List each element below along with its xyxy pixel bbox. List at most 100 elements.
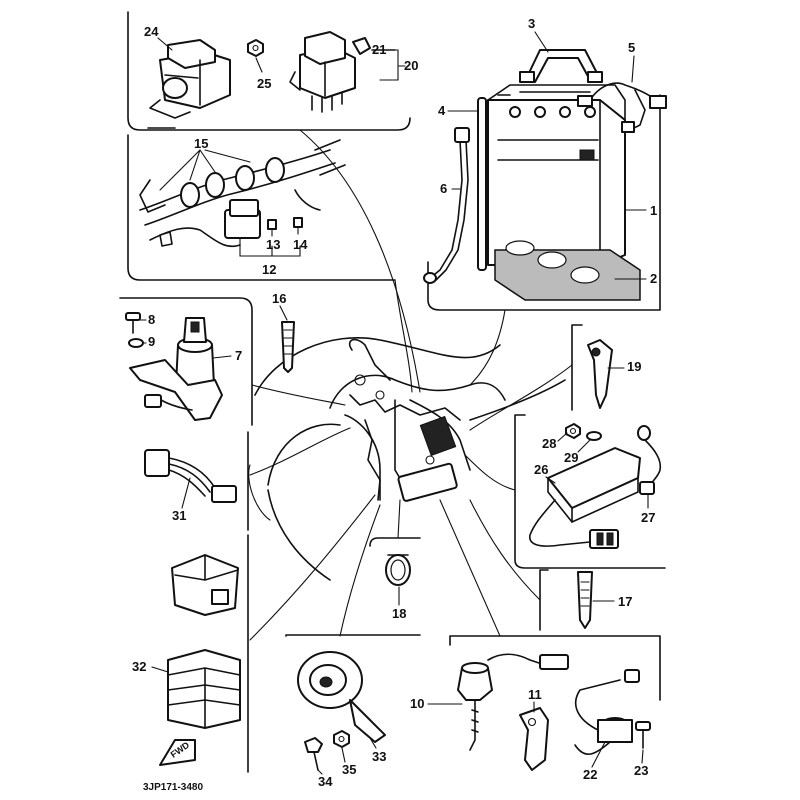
frame-arc-left xyxy=(267,423,341,486)
ignitor-unit xyxy=(171,554,239,616)
group-frames xyxy=(119,11,666,773)
bracket-20-21 xyxy=(379,49,406,81)
clip-21 xyxy=(352,37,396,55)
relay-20 xyxy=(289,31,356,113)
leader-band-17 xyxy=(469,499,541,601)
leader-arc-aux xyxy=(248,464,271,521)
band-19 xyxy=(587,339,613,409)
frame-arc-right xyxy=(469,379,566,421)
screw-8 xyxy=(125,312,141,334)
frame-harness-clamps xyxy=(127,134,396,281)
wire-27 xyxy=(637,425,662,495)
washer-9 xyxy=(128,338,144,348)
label-5: 5 xyxy=(628,40,635,55)
label-4: 4 xyxy=(438,103,446,118)
harness-branch xyxy=(349,394,461,421)
bracket-11 xyxy=(519,707,549,771)
label-2: 2 xyxy=(650,271,657,286)
lead-5 xyxy=(577,82,667,133)
harness-ring-2 xyxy=(375,390,385,400)
leader-relay xyxy=(299,129,421,393)
label-9: 9 xyxy=(148,334,155,349)
label-12: 12 xyxy=(262,262,276,277)
harness-clamps-15 xyxy=(139,139,346,248)
label-15: 15 xyxy=(194,136,208,151)
label-26: 26 xyxy=(534,462,548,477)
label-7: 7 xyxy=(235,348,242,363)
label-35: 35 xyxy=(342,762,356,777)
leader-coupler xyxy=(249,427,351,476)
label-28: 28 xyxy=(542,436,556,451)
bolt-34 xyxy=(304,737,323,771)
label-10: 10 xyxy=(410,696,424,711)
band-16 xyxy=(281,321,295,373)
rectifier-32 xyxy=(167,649,241,729)
leader-ignitor xyxy=(249,494,376,641)
label-14: 14 xyxy=(293,237,308,252)
harness-ring-3 xyxy=(425,455,435,465)
bracket-4 xyxy=(477,97,487,271)
fuse-13 xyxy=(267,219,277,237)
washer-29 xyxy=(586,431,602,441)
label-18: 18 xyxy=(392,606,406,621)
relay-24 xyxy=(147,39,231,129)
battery-tray-2 xyxy=(494,240,641,301)
frame-relay-group xyxy=(127,11,411,131)
nut-35 xyxy=(333,730,350,748)
label-16: 16 xyxy=(272,291,286,306)
frame-arc-left-lower xyxy=(267,489,331,581)
label-33: 33 xyxy=(372,749,386,764)
fwd-arrow xyxy=(159,739,196,766)
screw-23 xyxy=(635,721,651,749)
label-29: 29 xyxy=(564,450,578,465)
frame-clamp-18 xyxy=(369,537,421,547)
fuse-14 xyxy=(293,217,303,235)
drawing-code: 3JP171-3480 xyxy=(143,782,203,793)
leader-band-19 xyxy=(469,364,573,431)
harness-ring xyxy=(354,374,366,386)
flasher-26 xyxy=(529,447,641,549)
nut-25 xyxy=(247,39,264,73)
label-17: 17 xyxy=(618,594,632,609)
label-27: 27 xyxy=(641,510,655,525)
label-24: 24 xyxy=(144,24,159,39)
coupler-31 xyxy=(144,449,237,503)
frame-main-switch xyxy=(119,297,253,426)
harness-plate xyxy=(397,462,458,502)
leader-switches xyxy=(439,499,501,637)
switch-22 xyxy=(574,669,640,755)
label-19: 19 xyxy=(627,359,641,374)
label-34: 34 xyxy=(318,774,333,789)
frame-band-17 xyxy=(539,569,549,631)
leader-switch xyxy=(251,384,346,406)
frame-band-19 xyxy=(571,324,583,411)
label-11: 11 xyxy=(528,687,542,702)
label-13: 13 xyxy=(266,237,280,252)
harness-coupler-block xyxy=(419,415,457,457)
battery-1 xyxy=(487,84,626,266)
bolt-28 xyxy=(565,423,581,439)
harness-branch-2 xyxy=(364,419,381,501)
clamp-18 xyxy=(385,554,411,586)
label-1: 1 xyxy=(650,203,657,218)
horn-33 xyxy=(297,651,386,743)
handle-stub xyxy=(348,338,391,381)
label-25: 25 xyxy=(257,76,271,91)
label-8: 8 xyxy=(148,312,155,327)
frame-battery-group xyxy=(427,94,661,311)
leader-horn xyxy=(339,504,381,637)
label-22: 22 xyxy=(583,767,597,782)
label-6: 6 xyxy=(440,181,447,196)
bracket-12 xyxy=(239,237,301,257)
main-switch-7 xyxy=(129,317,223,421)
label-32: 32 xyxy=(132,659,146,674)
label-3: 3 xyxy=(528,16,535,31)
leader-harness-clamps xyxy=(394,279,413,393)
label-31: 31 xyxy=(172,508,186,523)
label-21: 21 xyxy=(372,42,386,57)
band-3 xyxy=(519,49,603,83)
leader-clamp-18 xyxy=(397,499,401,539)
frame-arc-top xyxy=(254,336,501,396)
leader-battery xyxy=(469,309,506,386)
